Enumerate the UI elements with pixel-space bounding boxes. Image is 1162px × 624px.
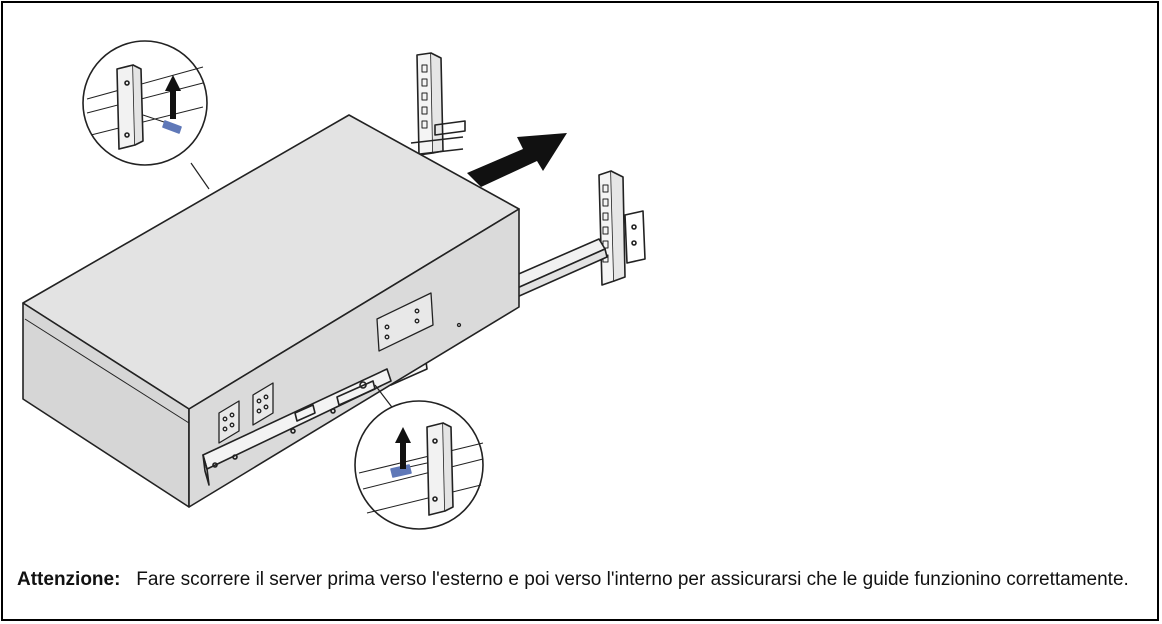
up-arrow-icon <box>165 75 181 119</box>
push-direction-arrow-icon <box>467 133 567 187</box>
side-mounting-plates <box>218 292 462 444</box>
rear-rack-post <box>410 52 466 156</box>
inner-rail <box>202 368 392 486</box>
up-arrow-icon <box>395 427 411 469</box>
attention-text: Fare scorrere il server prima verso l'es… <box>136 569 1129 590</box>
rack-install-illustration <box>22 40 646 530</box>
latch-detail-callout-bottom <box>354 400 484 530</box>
front-rack-post <box>598 170 646 286</box>
latch-detail-callout-top <box>82 40 208 166</box>
attention-label: Attenzione: <box>17 569 121 590</box>
attention-notice: Attenzione: Fare scorrere il server prim… <box>17 567 1137 592</box>
